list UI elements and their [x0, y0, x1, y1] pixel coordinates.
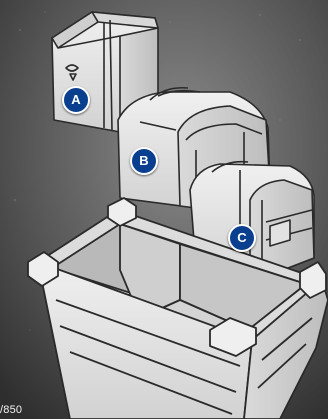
label-badge-c: C: [228, 224, 256, 252]
model-caption: /850: [0, 404, 22, 416]
label-badge-a: A: [62, 86, 90, 114]
label-badge-b: B: [130, 147, 158, 175]
